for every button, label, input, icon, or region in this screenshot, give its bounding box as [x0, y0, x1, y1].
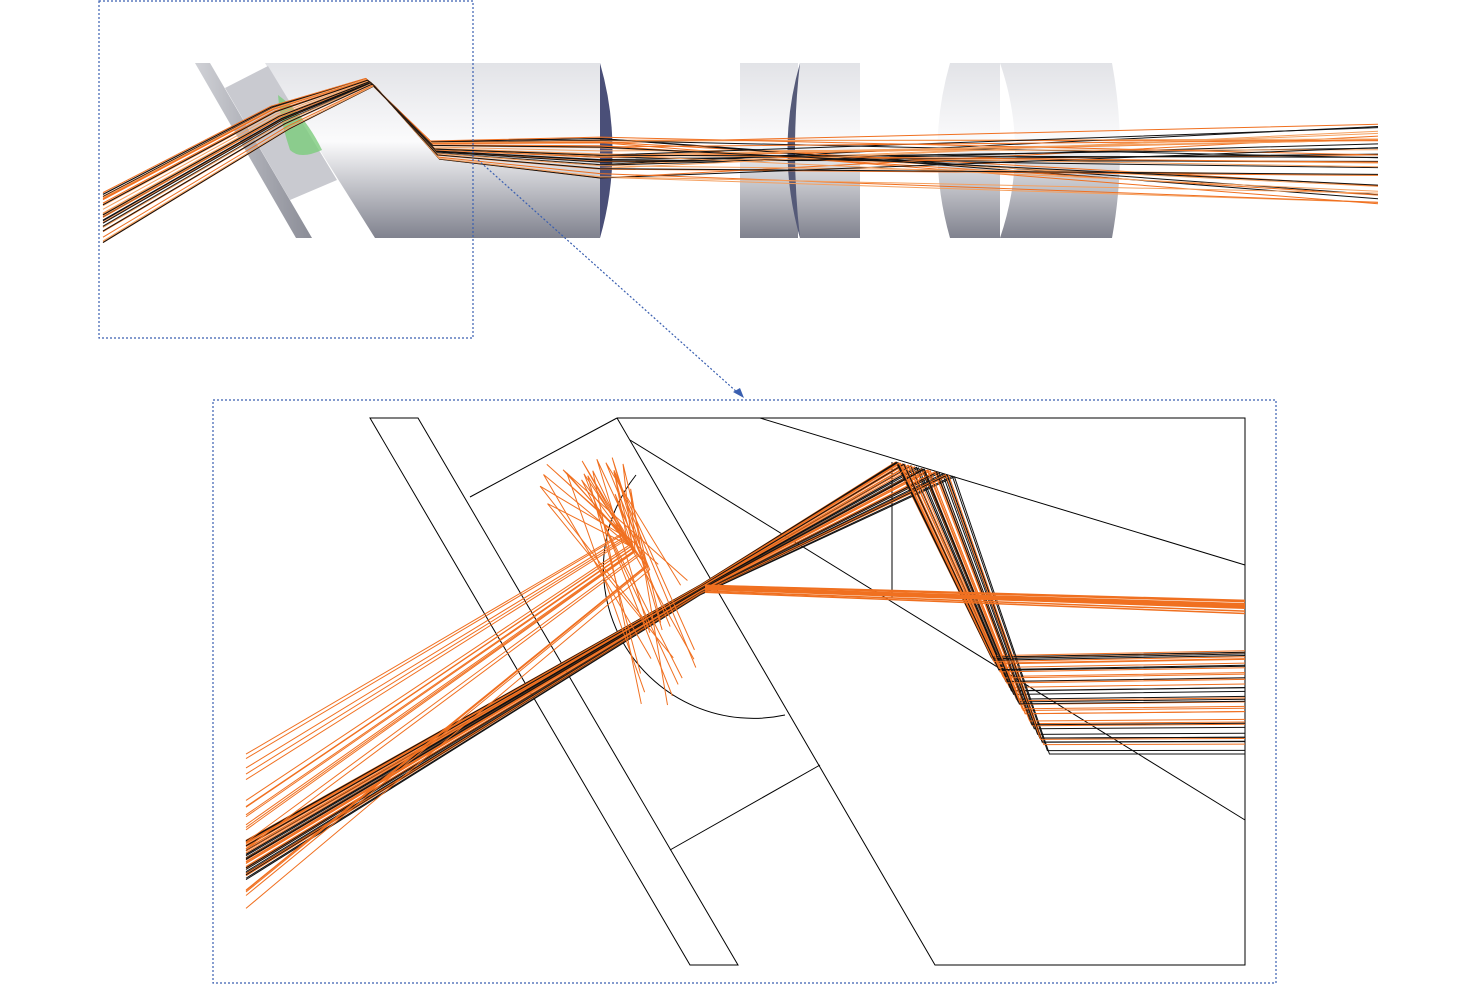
prism-outline: [616, 417, 1246, 966]
light-ray: [245, 468, 1246, 860]
light-ray: [245, 473, 1246, 873]
light-ray: [245, 469, 1246, 862]
zoom-region-box: [98, 0, 474, 339]
light-ray: [245, 474, 1246, 877]
light-ray: [245, 472, 1246, 870]
light-ray: [245, 467, 1246, 857]
light-ray: [245, 462, 1246, 843]
light-ray: [245, 473, 1246, 874]
light-ray: [245, 465, 1246, 852]
stray-ray: [245, 470, 642, 775]
light-ray: [245, 468, 1246, 860]
light-ray: [245, 475, 1246, 879]
stray-ray: [245, 459, 651, 893]
light-ray: [245, 467, 1246, 859]
light-ray: [245, 468, 1246, 859]
callout-arrowhead: [733, 388, 744, 398]
stray-ray: [245, 457, 663, 891]
light-ray: [245, 461, 1246, 842]
light-ray: [245, 471, 1246, 869]
light-ray: [245, 473, 1246, 874]
light-ray: [245, 464, 1246, 850]
stray-ray: [245, 475, 641, 759]
light-ray: [102, 77, 1379, 194]
light-ray: [245, 470, 1246, 864]
exit-ray: [704, 591, 1246, 615]
system-3d-view: [102, 63, 1379, 243]
light-ray: [245, 463, 1246, 846]
light-ray: [245, 461, 1246, 841]
light-ray: [102, 81, 1379, 216]
exit-ray: [704, 590, 1246, 612]
stray-ray: [245, 463, 662, 808]
detail-2d-view: [245, 417, 1246, 966]
entrance-cylinder-outline: [469, 417, 618, 498]
zoomed-detail-box: [212, 399, 1277, 984]
light-ray: [245, 476, 1246, 881]
light-ray: [245, 470, 1246, 864]
light-ray: [245, 468, 1246, 861]
stray-ray: [245, 474, 652, 828]
stray-ray: [245, 470, 695, 781]
cylinder-bottom-edge: [669, 764, 821, 851]
stray-ray: [245, 473, 673, 843]
exit-ray: [704, 588, 1246, 610]
prism-face-diagonal: [629, 439, 1246, 821]
prism-face-upper: [759, 417, 1246, 566]
light-ray: [245, 471, 1246, 867]
ray-bundle-detail: [245, 457, 1246, 909]
exit-ray: [704, 587, 1246, 607]
light-ray: [102, 83, 1379, 232]
stray-ray: [245, 471, 697, 818]
exit-ray: [704, 585, 1246, 603]
stray-ray: [245, 503, 674, 816]
light-ray: [245, 466, 1246, 855]
light-ray: [245, 466, 1246, 854]
ray-bundle-top: [102, 77, 1379, 243]
stray-ray: [245, 460, 695, 831]
stray-ray: [245, 488, 668, 826]
light-ray: [245, 463, 1246, 847]
stray-ray: [245, 462, 682, 909]
stray-ray: [245, 485, 646, 769]
light-ray: [245, 473, 1246, 875]
light-ray: [102, 79, 1379, 206]
stray-ray: [245, 504, 679, 896]
window-plate-outline: [369, 417, 739, 966]
light-ray: [245, 466, 1246, 855]
